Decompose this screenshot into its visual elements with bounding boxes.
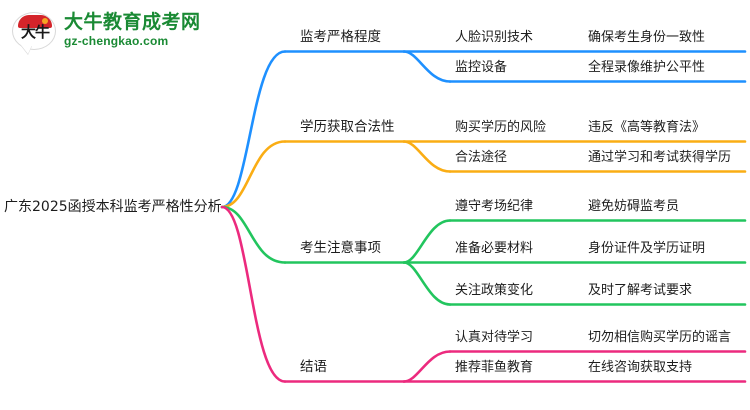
- node-l2-0-0[interactable]: 人脸识别技术: [455, 29, 534, 45]
- logo-name-cn: 大牛教育成考网: [64, 11, 201, 33]
- node-l2-0-1[interactable]: 监控设备: [455, 59, 508, 75]
- connector-path: [402, 261, 452, 306]
- connector-path: [402, 50, 452, 83]
- node-l1-0[interactable]: 监考严格程度: [300, 28, 381, 45]
- node-l3-2-2[interactable]: 及时了解考试要求: [588, 282, 693, 298]
- connector-path: [402, 219, 452, 264]
- node-l2-3-0[interactable]: 认真对待学习: [455, 329, 534, 345]
- bubble-dot-icon: [42, 18, 48, 24]
- node-l3-1-1[interactable]: 通过学习和考试获得学历: [588, 149, 732, 165]
- connector-path: [220, 205, 287, 264]
- node-l2-2-2[interactable]: 关注政策变化: [455, 282, 534, 298]
- logo-wordmark: 大牛教育成考网 gz-chengkao.com: [64, 11, 201, 49]
- connector-path: [220, 140, 287, 209]
- node-l2-2-0[interactable]: 遵守考场纪律: [455, 198, 534, 214]
- node-l1-1[interactable]: 学历获取合法性: [300, 118, 395, 135]
- connector-path: [220, 50, 287, 209]
- bubble-tail-shape: [21, 45, 32, 54]
- logo-bubble-icon: 大牛: [12, 12, 58, 56]
- connector-path: [402, 350, 452, 383]
- node-l3-3-0[interactable]: 切勿相信购买学历的谣言: [588, 329, 732, 345]
- node-l3-2-1[interactable]: 身份证件及学历证明: [588, 240, 706, 256]
- node-l2-1-1[interactable]: 合法途径: [455, 149, 508, 165]
- root-node[interactable]: 广东2025函授本科监考严格性分析: [4, 199, 222, 215]
- node-l3-3-1[interactable]: 在线咨询获取支持: [588, 359, 693, 375]
- node-l3-0-1[interactable]: 全程录像维护公平性: [588, 59, 706, 75]
- connector-path: [402, 140, 452, 173]
- logo-mark-text: 大牛: [20, 23, 50, 41]
- node-l2-2-1[interactable]: 准备必要材料: [455, 240, 534, 256]
- connector-path: [220, 205, 287, 383]
- bubble-shape: 大牛: [12, 12, 56, 50]
- node-l2-1-0[interactable]: 购买学历的风险: [455, 119, 547, 135]
- node-l1-2[interactable]: 考生注意事项: [300, 239, 381, 256]
- logo-name-en: gz-chengkao.com: [64, 34, 169, 48]
- node-l3-2-0[interactable]: 避免妨碍监考员: [588, 198, 680, 214]
- node-l3-1-0[interactable]: 违反《高等教育法》: [588, 119, 706, 135]
- node-l2-3-1[interactable]: 推荐菲鱼教育: [455, 359, 534, 375]
- node-l3-0-0[interactable]: 确保考生身份一致性: [588, 29, 706, 45]
- site-logo: 大牛 大牛教育成考网 gz-chengkao.com: [12, 10, 252, 58]
- node-l1-3[interactable]: 结语: [300, 358, 327, 375]
